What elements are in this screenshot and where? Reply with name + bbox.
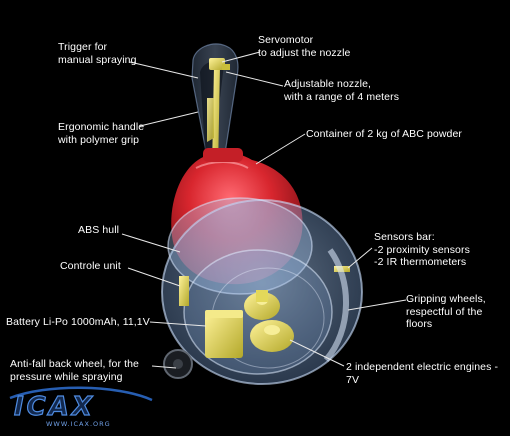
control-unit-shape	[179, 276, 189, 306]
label-handle: Ergonomic handle with polymer grip	[58, 121, 145, 146]
gripping-wheel-shape	[323, 248, 349, 362]
label-trigger: Trigger for manual spraying	[58, 41, 137, 66]
leader-nozzle	[225, 71, 284, 87]
leader-battery	[149, 321, 207, 327]
watermark-url: WWW.ICAX.ORG	[46, 420, 111, 428]
label-control: Controle unit	[60, 260, 121, 272]
label-engines: 2 independent electric engines - 7V	[346, 361, 499, 386]
engines-shape	[244, 290, 294, 352]
leader-sensors	[347, 247, 373, 269]
leader-control	[127, 267, 181, 287]
label-hull: ABS hull	[78, 224, 120, 236]
leader-engines	[289, 339, 345, 367]
icax-watermark-logo: ICAX WWW.ICAX.ORG	[9, 386, 153, 428]
label-gripping: Gripping wheels, respectful of the floor…	[406, 293, 486, 330]
battery-shape	[205, 310, 243, 358]
label-servomotor: Servomotor to adjust the nozzle	[258, 34, 351, 59]
leader-handle	[139, 111, 199, 127]
leader-servomotor	[221, 51, 261, 63]
leader-antifall	[151, 365, 177, 369]
label-battery: Battery Li-Po 1000mAh, 11,1V	[6, 316, 150, 328]
label-sensors: Sensors bar: -2 proximity sensors -2 IR …	[374, 231, 470, 268]
label-nozzle: Adjustable nozzle, with a range of 4 met…	[284, 78, 400, 103]
leader-lines	[121, 51, 407, 369]
watermark-logo-text: ICAX	[14, 392, 95, 422]
leader-gripping	[347, 299, 407, 311]
back-wheel-shape	[163, 349, 193, 379]
nozzle-pipe-shape	[207, 58, 230, 170]
leader-trigger	[129, 61, 199, 79]
label-antifall: Anti-fall back wheel, for the pressure w…	[10, 358, 139, 383]
leader-hull	[121, 233, 181, 253]
label-container: Container of 2 kg of ABC powder	[306, 128, 463, 140]
leader-container	[255, 133, 306, 165]
